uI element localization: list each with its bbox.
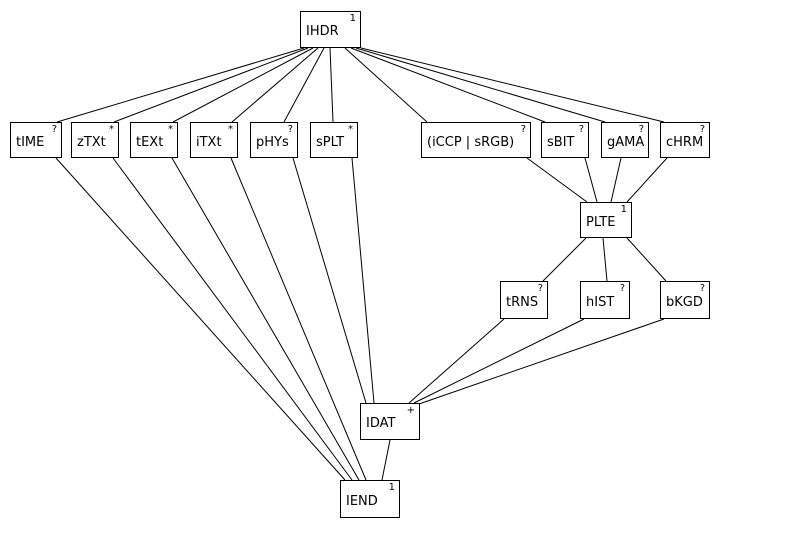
edge-iCCP_sRGB-PLTE — [526, 157, 588, 203]
node-bKGD: bKGD? — [660, 281, 710, 319]
node-tIME: tIME? — [10, 122, 62, 158]
node-IEND: IEND 1 — [340, 480, 400, 518]
node-cardinality-superscript: 1 — [349, 13, 356, 24]
edge-IHDR-pHYs — [283, 47, 325, 123]
node-tEXt: tEXt * — [130, 122, 178, 158]
edge-sBIT-PLTE — [584, 157, 598, 203]
node-cardinality-superscript: ? — [51, 124, 57, 135]
node-cardinality-superscript: * — [168, 124, 173, 135]
node-cardinality-superscript: * — [109, 124, 114, 135]
edge-IHDR-sBIT — [350, 47, 546, 123]
node-label: bKGD — [666, 294, 703, 310]
edge-IHDR-tEXt — [172, 47, 314, 123]
node-label: PLTE — [586, 214, 616, 230]
node-cardinality-superscript: ? — [699, 283, 705, 294]
edge-IDAT-IEND — [381, 439, 391, 481]
edge-cHRM-PLTE — [626, 157, 668, 203]
edge-hIST-IDAT — [413, 318, 585, 404]
node-sBIT: sBIT? — [541, 122, 589, 158]
edge-tRNS-IDAT — [408, 318, 505, 404]
edge-IHDR-tIME — [56, 47, 305, 123]
node-cardinality-superscript: + — [406, 405, 415, 416]
edge-tEXt-IEND — [171, 157, 360, 481]
node-PLTE: PLTE 1 — [580, 202, 632, 238]
edge-IHDR-gAMA — [355, 47, 606, 123]
node-label: sPLT — [316, 134, 345, 150]
node-cardinality-superscript: ? — [578, 124, 584, 135]
node-label: hIST — [586, 294, 615, 310]
edge-IHDR-cHRM — [360, 47, 665, 123]
edge-tIME-IEND — [55, 157, 346, 481]
node-label: tIME — [16, 134, 45, 150]
node-label: tEXt — [136, 134, 164, 150]
edge-IHDR-sPLT — [329, 47, 334, 123]
node-sPLT: sPLT* — [310, 122, 358, 158]
edge-sPLT-IDAT — [351, 157, 375, 404]
node-cardinality-superscript: * — [348, 124, 353, 135]
edge-PLTE-bKGD — [626, 237, 667, 282]
node-pHYs: pHYs? — [250, 122, 298, 158]
node-label: pHYs — [256, 134, 289, 150]
node-IDAT: IDAT + — [360, 403, 420, 440]
node-tRNS: tRNS? — [500, 281, 548, 319]
edge-gAMA-PLTE — [610, 157, 622, 203]
node-cardinality-superscript: ? — [619, 283, 625, 294]
node-cardinality-superscript: ? — [699, 124, 705, 135]
node-gAMA: gAMA? — [601, 122, 649, 158]
edge-PLTE-hIST — [602, 237, 608, 282]
node-cardinality-superscript: ? — [638, 124, 644, 135]
node-cardinality-superscript: ? — [287, 124, 293, 135]
node-cardinality-superscript: * — [228, 124, 233, 135]
node-label: gAMA — [607, 134, 645, 150]
node-label: IEND — [346, 493, 378, 509]
node-cardinality-superscript: 1 — [620, 204, 627, 215]
edge-iTXt-IEND — [230, 157, 367, 481]
node-iTXt: iTXt * — [190, 122, 238, 158]
node-cHRM: cHRM? — [660, 122, 710, 158]
node-label: zTXt — [77, 134, 106, 150]
edge-zTXt-IEND — [112, 157, 353, 481]
edge-pHYs-IDAT — [292, 157, 367, 404]
node-cardinality-superscript: ? — [520, 124, 526, 135]
edge-bKGD-IDAT — [418, 318, 665, 405]
node-cardinality-superscript: ? — [537, 283, 543, 294]
node-label: tRNS — [506, 294, 539, 310]
node-label: cHRM — [666, 134, 704, 150]
node-zTXt: zTXt* — [71, 122, 119, 158]
node-label: sBIT — [547, 134, 575, 150]
node-cardinality-superscript: 1 — [388, 482, 395, 493]
node-label: iTXt — [196, 134, 222, 150]
edge-IHDR-zTXt — [113, 47, 309, 123]
edge-IHDR-iTXt — [231, 47, 319, 123]
node-label: IHDR — [306, 24, 339, 39]
node-IHDR: IHDR 1 — [300, 11, 361, 48]
edge-PLTE-tRNS — [542, 237, 587, 282]
node-label: (iCCP | sRGB) — [427, 134, 515, 150]
node-iCCP_sRGB: (iCCP | sRGB)? — [421, 122, 531, 158]
node-label: IDAT — [366, 416, 396, 431]
edge-IHDR-iCCP_sRGB — [344, 47, 428, 123]
node-hIST: hIST? — [580, 281, 630, 319]
